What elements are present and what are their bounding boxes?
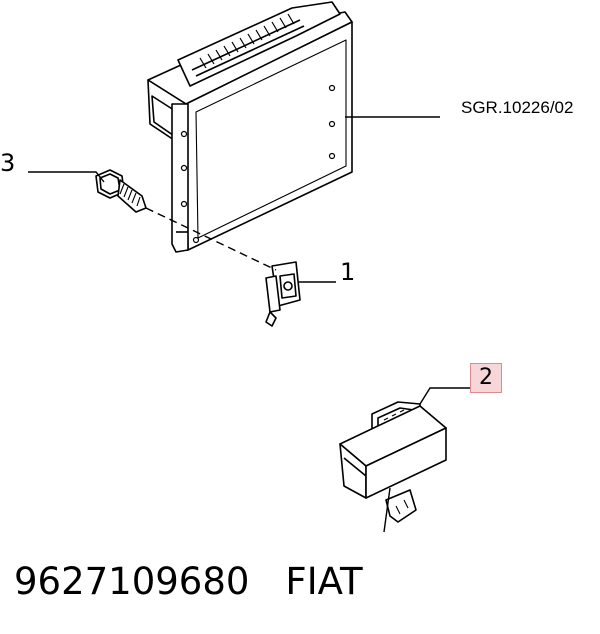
connector-module bbox=[339, 401, 447, 523]
brand-name: FIAT bbox=[285, 560, 363, 603]
assembly-ref-label: SGR.10226/02 bbox=[461, 98, 574, 117]
callout-3: 3 bbox=[0, 149, 16, 177]
part-footer: 9627109680 FIAT bbox=[14, 560, 363, 603]
leader-line-2 bbox=[419, 387, 470, 405]
leader-line-2-down bbox=[383, 487, 391, 533]
callout-2-highlighted[interactable]: 2 bbox=[470, 363, 502, 393]
part-number: 9627109680 bbox=[14, 560, 250, 603]
clip-nut bbox=[265, 261, 301, 327]
leader-line-3 bbox=[28, 171, 105, 183]
assembly-dash-line bbox=[145, 207, 277, 271]
callout-1: 1 bbox=[340, 258, 356, 286]
bolt bbox=[95, 169, 147, 213]
ecu-module bbox=[147, 1, 353, 253]
